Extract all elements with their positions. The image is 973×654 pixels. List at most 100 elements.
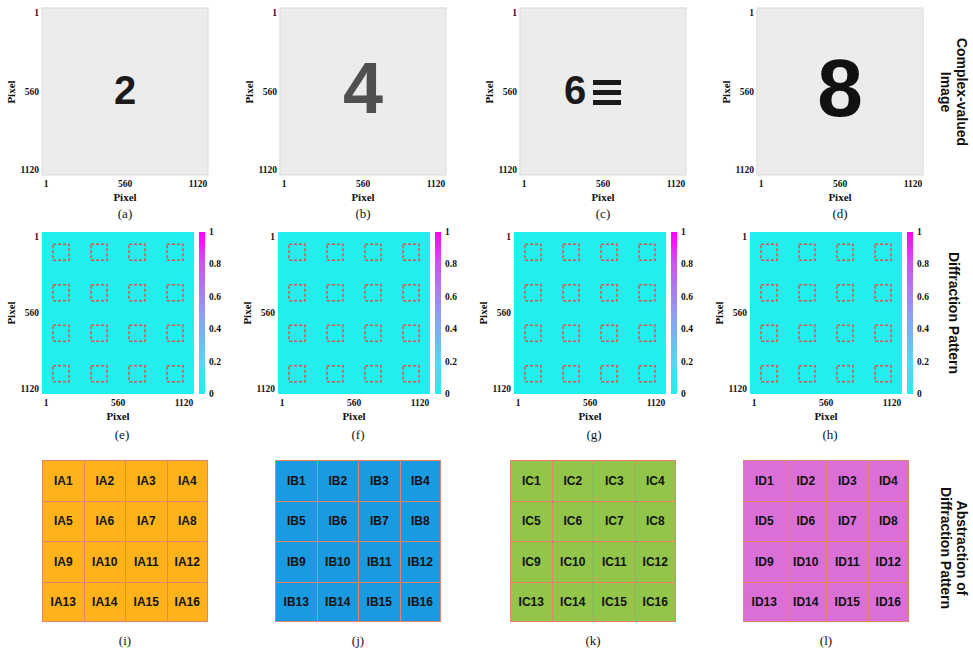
grid-cell: ID12 [868,541,910,583]
grid-cell: IC1 [510,460,553,502]
dashed-region [639,325,655,341]
grid-cell: IA2 [84,460,127,502]
grid-cell: ID10 [785,541,828,583]
axis-tick: 1120 [257,384,275,394]
grid-cell: IB1 [275,460,318,502]
panel-label: (h) [822,427,837,443]
cell-label: IA15 [134,595,159,609]
dashed-region [601,285,617,301]
dashed-region [129,285,145,301]
dashed-region [289,325,305,341]
dashed-region [837,325,853,341]
dashed-region [53,244,69,260]
dashed-region [91,285,107,301]
cell-label: IC9 [522,555,541,569]
cell-label: ID2 [796,474,815,488]
dashed-region [601,244,617,260]
axis-title: Pixel [5,80,17,103]
row-title: Abstraction of Diffraction Pattern [938,473,970,623]
dashed-region [799,325,815,341]
dashed-region [167,244,183,260]
dashed-region [53,366,69,382]
grid-cell: IA16 [167,582,209,623]
grid-cell: IA3 [125,460,168,502]
grid-cell: IC11 [593,541,636,583]
grid-cell: IC13 [510,582,553,623]
grid-cell: ID4 [868,460,910,502]
grid-cell: IA5 [42,501,85,543]
colorbar-tick: 0.2 [917,357,929,367]
cell-label: IB13 [284,595,309,609]
axis-tick: 560 [583,398,597,408]
grid-cell: IB9 [275,541,318,583]
dashed-region [875,285,891,301]
dashed-region [167,325,183,341]
cell-label: IA14 [92,595,117,609]
axis-tick: 560 [596,179,610,189]
panel-label: (e) [115,427,129,443]
cell-label: ID13 [752,595,777,609]
dashed-region [365,325,381,341]
axis-tick: 1 [270,232,275,242]
row-title: Diffraction Pattern [946,251,962,376]
image-panel [757,8,923,175]
dashed-region [91,244,107,260]
panel-label: (f) [352,427,365,443]
bar-mark [593,100,621,105]
grid-cell: IA7 [125,501,168,543]
cell-label: IA10 [92,555,117,569]
image-digit: 4 [343,52,383,124]
colorbar-tick: 0.6 [681,292,693,302]
axis-tick: 560 [497,308,511,318]
axis-title: Pixel [241,301,253,324]
grid-cell: ID16 [868,582,910,623]
cell-label: IB4 [411,474,430,488]
axis-title: Pixel [483,80,495,103]
panel-label: (k) [585,633,600,649]
axis-tick: 1120 [904,179,922,189]
colorbar [671,232,677,394]
cell-label: ID10 [793,555,818,569]
colorbar-tick: 0.8 [445,259,457,269]
dashed-region [563,325,579,341]
cell-label: ID7 [838,514,857,528]
axis-title: Pixel [828,191,851,203]
colorbar-tick: 0 [917,389,922,399]
grid-cell: IB8 [400,501,442,543]
axis-title: Pixel [591,191,614,203]
dashed-region [289,285,305,301]
axis-tick: 1120 [729,384,747,394]
axis-title: Pixel [113,191,136,203]
cell-label: IB15 [367,595,392,609]
dashed-region [91,366,107,382]
colorbar [199,232,205,394]
image-panel [280,8,446,175]
grid-cell: IA6 [84,501,127,543]
panel-label: (i) [119,633,131,649]
colorbar-tick: 0.4 [681,324,693,334]
grid-cell: IA10 [84,541,127,583]
dashed-region [327,244,343,260]
colorbar-tick: 0.8 [681,259,693,269]
row-title: Complex-valued Image [938,30,970,155]
axis-title: Pixel [106,410,129,422]
grid-cell: IB3 [358,460,401,502]
cell-label: ID5 [755,514,774,528]
cell-label: IC7 [605,514,624,528]
cell-label: ID12 [876,555,901,569]
grid-cell: IB7 [358,501,401,543]
panel-label: (a) [118,206,132,222]
grid-cell: ID7 [826,501,869,543]
colorbar-tick: 1 [681,227,686,237]
grid-cell: IA4 [167,460,209,502]
cell-label: ID14 [793,595,818,609]
grid-cell: IB15 [358,582,401,623]
grid-cell: ID2 [785,460,828,502]
cell-label: IB7 [370,514,389,528]
axis-tick: 1 [749,8,754,18]
colorbar-tick: 0 [681,389,686,399]
axis-tick: 1 [512,8,517,18]
grid-cell: ID8 [868,501,910,543]
axis-tick: 1120 [21,384,39,394]
pattern-panel [750,232,902,394]
